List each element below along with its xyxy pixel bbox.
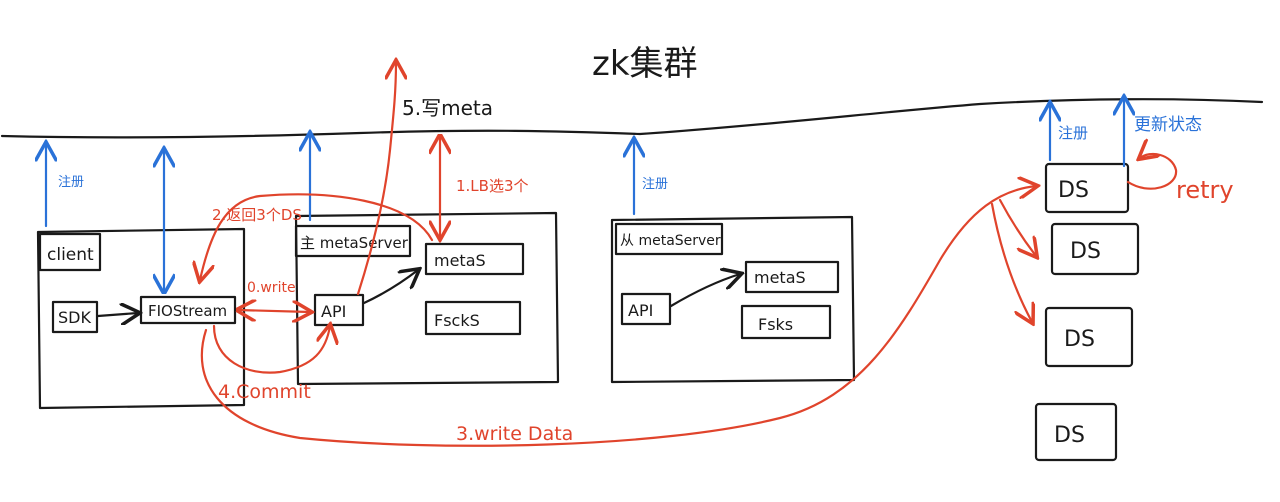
- retry-label: retry: [1176, 176, 1234, 204]
- standby-metas-box: [744, 260, 840, 294]
- standby-register-label: 注册: [642, 177, 668, 192]
- main-metaserver-box: 主 metaServer API metaS FsckS: [294, 211, 560, 386]
- main-metas-label: metaS: [434, 251, 486, 270]
- write-request-arrow: [238, 310, 310, 312]
- write-data-arrow: [200, 186, 1036, 447]
- standby-fscks-box: [740, 304, 832, 340]
- ds-node-1-box: [1044, 162, 1130, 214]
- ds-node-4-label: DS: [1054, 423, 1085, 448]
- ds-register-label: 注册: [1058, 124, 1088, 142]
- step5-label: 5.写meta: [402, 96, 493, 120]
- ds-replicate-1-arrow: [998, 198, 1036, 256]
- registration-arrows: 注册 注册 注册 更新状态: [46, 98, 1202, 292]
- client-register-label: 注册: [58, 175, 84, 190]
- write-flow-arrows: 1.LB选3个 2.返回3个DS 0.write 4.Commit 5.写met…: [200, 62, 1234, 447]
- step2-label: 2.返回3个DS: [212, 206, 302, 224]
- client-label: client: [47, 245, 94, 265]
- ds-node-4-box: [1034, 402, 1118, 462]
- standby-api-box: [620, 292, 672, 326]
- ds-node-3-box: [1044, 306, 1134, 368]
- main-metaserver-outline: [294, 211, 560, 386]
- main-fscks-box: [424, 300, 522, 336]
- write-meta-arrow: [356, 62, 396, 296]
- api-to-metas-arrow: [362, 270, 418, 305]
- main-metas-box: [424, 242, 525, 276]
- standby-metaserver-label-box: [614, 222, 724, 256]
- diagram-title: zk集群: [592, 44, 698, 84]
- main-fscks-label: FsckS: [434, 311, 480, 330]
- main-metaserver-label: 主 metaServer: [300, 234, 409, 252]
- step4-label: 4.Commit: [218, 381, 311, 403]
- ds-node-1-label: DS: [1058, 178, 1089, 203]
- standby-metaserver-label: 从 metaServer: [620, 233, 721, 249]
- standby-api-to-metas-arrow: [669, 274, 740, 308]
- ds-update-status-label: 更新状态: [1134, 115, 1202, 135]
- zk-boundary-line: [0, 98, 1264, 139]
- retry-loop-arrow: [1126, 154, 1178, 190]
- client-box-outline: [36, 227, 246, 410]
- main-metaserver-label-box: [294, 224, 412, 258]
- ds-nodes: DS DS DS DS: [1034, 162, 1140, 462]
- sdk-to-stream-arrow: [96, 313, 138, 316]
- ds-node-3-label: DS: [1064, 327, 1095, 352]
- standby-metaserver-box: 从 metaServer API metaS Fsks: [610, 215, 856, 384]
- standby-metas-label: metaS: [754, 268, 806, 287]
- ds-replicate-2-arrow: [990, 202, 1032, 322]
- ds-node-2-box: [1050, 222, 1140, 276]
- client-label-box: [38, 232, 102, 272]
- sdk-label: SDK: [58, 308, 91, 327]
- step1-label: 1.LB选3个: [456, 177, 529, 195]
- client-box: client SDK FIOStream: [36, 227, 246, 410]
- commit-arrow: [212, 326, 330, 374]
- step3-label: 3.write Data: [456, 423, 573, 445]
- standby-fscks-label: Fsks: [758, 315, 793, 334]
- ds-node-2-label: DS: [1070, 239, 1101, 264]
- standby-api-label: API: [628, 301, 653, 320]
- main-api-label: API: [321, 302, 346, 321]
- sdk-box: [51, 300, 99, 334]
- fiostream-label: FIOStream: [148, 302, 227, 320]
- return-ds-arrow: [200, 193, 434, 280]
- step0-label: 0.write: [247, 280, 296, 296]
